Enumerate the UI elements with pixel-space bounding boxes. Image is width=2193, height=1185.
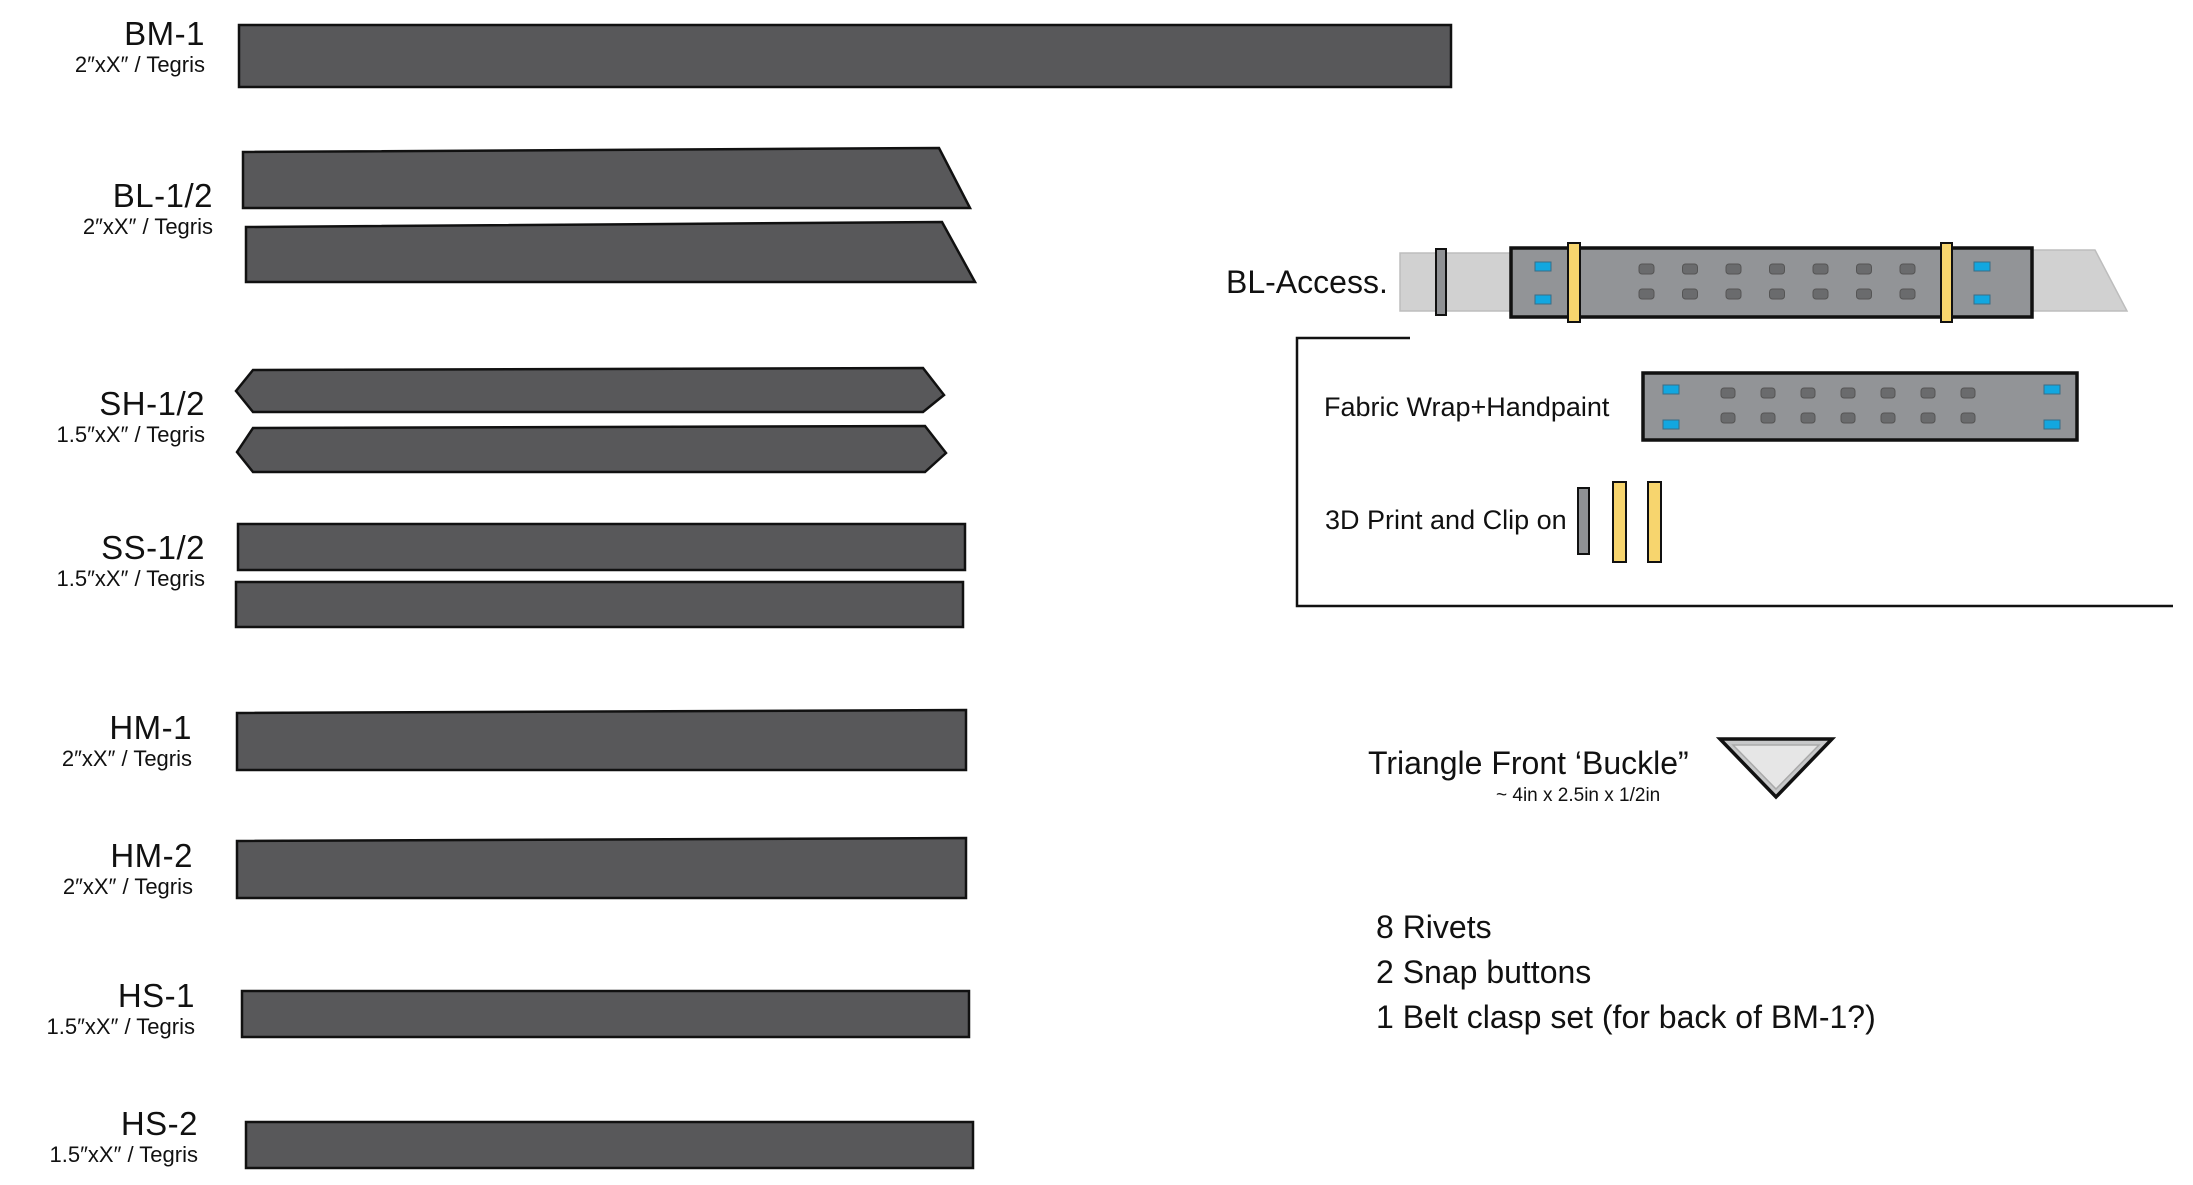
strap-spec: 1.5″xX″ / Tegris [49, 1142, 198, 1167]
accessory-layer [1295, 242, 2173, 800]
strap-code: BL-1/2 [112, 177, 213, 214]
strap-code: HS-1 [117, 977, 195, 1014]
fabric-wrap-label: Fabric Wrap+Handpaint [1324, 392, 1610, 422]
clip-part-keeper [1577, 487, 1590, 555]
strap-hm-1 [235, 708, 968, 772]
strap-code: HS-2 [120, 1105, 198, 1142]
snap-icon [1973, 294, 1991, 305]
clip-part-yellow [1612, 481, 1627, 563]
rivet-icon [1899, 288, 1916, 300]
rivet-icon [1769, 288, 1785, 300]
rivet-icon [1638, 288, 1655, 300]
strap-spec: 1.5″xX″ / Tegris [56, 422, 205, 447]
strap-label-ss-1-2: SS-1/2 1.5″xX″ / Tegris [57, 530, 205, 592]
strap-ss-1 [236, 522, 967, 572]
strap-label-sh-1-2: SH-1/2 1.5″xX″ / Tegris [57, 386, 205, 448]
strap-sh-1 [234, 366, 946, 414]
rivet-icon [1682, 288, 1698, 300]
strap-code: HM-2 [110, 837, 193, 874]
belt-tail-left [1399, 252, 1513, 312]
hardware-item: 2 Snap buttons [1376, 954, 1592, 990]
snap-icon [2043, 419, 2061, 430]
rivet-icon [1920, 412, 1936, 424]
belt-keeper [1435, 248, 1447, 316]
rivet-icon [1800, 387, 1816, 399]
rivet-icon [1856, 263, 1872, 275]
strap-sh-2 [235, 424, 948, 474]
buckle-title: Triangle Front ‘Buckle” [1368, 745, 1689, 781]
rivet-icon [1960, 387, 1976, 399]
rivet-icon [1725, 263, 1742, 275]
straps-layer [234, 23, 1453, 1170]
rivet-icon [1812, 263, 1829, 275]
strap-bl-2 [244, 220, 978, 284]
rivet-icon [1880, 387, 1896, 399]
hardware-list: 8 Rivets 2 Snap buttons 1 Belt clasp set… [1376, 905, 1876, 1040]
strap-code: SS-1/2 [101, 529, 205, 566]
strap-bm-1 [237, 23, 1453, 89]
strap-label-hs-2: HS-2 1.5″xX″ / Tegris [50, 1106, 198, 1168]
rivet-icon [1899, 263, 1916, 275]
strap-code: SH-1/2 [99, 385, 205, 422]
strap-label-hm-2: HM-2 2″xX″ / Tegris [63, 838, 193, 900]
rivet-icon [1800, 412, 1816, 424]
strap-bl-1 [241, 146, 973, 210]
rivet-icon [1682, 263, 1698, 275]
strap-label-hm-1: HM-1 2″xX″ / Tegris [62, 710, 192, 772]
buckle-dimensions: ~ 4in x 2.5in x 1/2in [1496, 785, 1661, 806]
belt-clip-right [1940, 242, 1953, 323]
print-clip-label: 3D Print and Clip on [1325, 505, 1567, 535]
accessory-title: BL-Access. [1226, 264, 1388, 300]
strap-code: HM-1 [109, 709, 192, 746]
rivet-icon [1720, 412, 1736, 424]
rivet-icon [1880, 412, 1896, 424]
strap-spec: 2″xX″ / Tegris [82, 214, 213, 239]
hardware-item: 8 Rivets [1376, 909, 1492, 945]
snap-icon [1534, 294, 1552, 305]
strap-hs-1 [240, 989, 971, 1039]
belt-clip-left [1567, 242, 1581, 323]
belt-body [1509, 246, 2034, 319]
triangle-buckle-inner [1731, 744, 1821, 791]
rivet-icon [1760, 387, 1776, 399]
strap-ss-2 [234, 580, 965, 629]
snap-icon [1973, 261, 1991, 272]
strap-spec: 1.5″xX″ / Tegris [46, 1014, 195, 1039]
rivet-icon [1856, 288, 1872, 300]
rivet-icon [1760, 412, 1776, 424]
strap-code: BM-1 [124, 15, 205, 52]
strap-hs-2 [244, 1120, 975, 1170]
bracket-divider [1295, 336, 2173, 608]
rivet-icon [1840, 387, 1856, 399]
fabric-wrap-panel [1641, 371, 2079, 442]
rivet-icon [1920, 387, 1936, 399]
snap-icon [1662, 419, 1680, 430]
rivet-icon [1812, 288, 1829, 300]
strap-hm-2 [235, 836, 968, 900]
snap-icon [2043, 384, 2061, 395]
rivet-icon [1769, 263, 1785, 275]
rivet-icon [1638, 263, 1655, 275]
rivet-icon [1840, 412, 1856, 424]
rivet-icon [1725, 288, 1742, 300]
snap-icon [1534, 261, 1552, 272]
strap-label-hs-1: HS-1 1.5″xX″ / Tegris [47, 978, 195, 1040]
rivet-icon [1960, 412, 1976, 424]
clip-part-yellow [1647, 481, 1662, 563]
strap-label-bl-1-2: BL-1/2 2″xX″ / Tegris [83, 178, 213, 240]
hardware-item: 1 Belt clasp set (for back of BM-1?) [1376, 999, 1876, 1035]
rivet-icon [1720, 387, 1736, 399]
snap-icon [1662, 384, 1680, 395]
strap-spec: 2″xX″ / Tegris [62, 874, 193, 899]
strap-spec: 1.5″xX″ / Tegris [56, 566, 205, 591]
strap-spec: 2″xX″ / Tegris [74, 52, 205, 77]
strap-spec: 2″xX″ / Tegris [61, 746, 192, 771]
strap-label-bm-1: BM-1 2″xX″ / Tegris [75, 16, 205, 78]
